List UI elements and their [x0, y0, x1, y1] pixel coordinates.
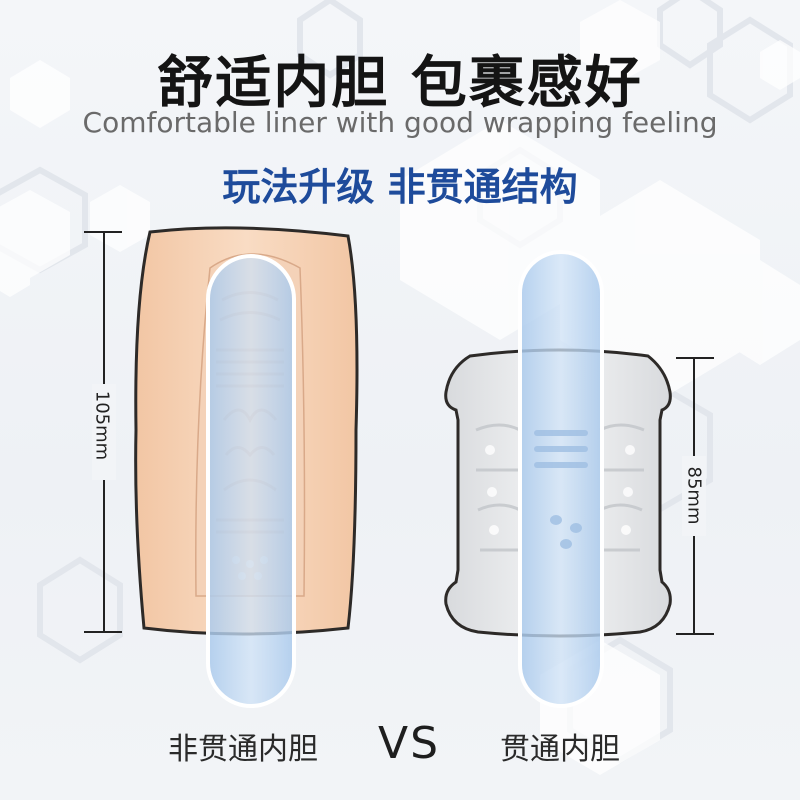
page-subtitle: Comfortable liner with good wrapping fee…	[82, 106, 718, 139]
right-caption: 贯通内胆	[500, 732, 620, 767]
vs-label: VS	[378, 718, 441, 769]
right-blue-rod	[518, 250, 604, 708]
right-dimension-label: 85mm	[683, 466, 705, 525]
left-caption: 非贯通内胆	[168, 732, 318, 767]
left-blue-rod	[206, 254, 296, 708]
left-dimension-label: 105mm	[91, 390, 113, 461]
page-tagline: 玩法升级 非贯通结构	[222, 165, 578, 209]
page-title: 舒适内胆 包裹感好	[157, 51, 643, 116]
